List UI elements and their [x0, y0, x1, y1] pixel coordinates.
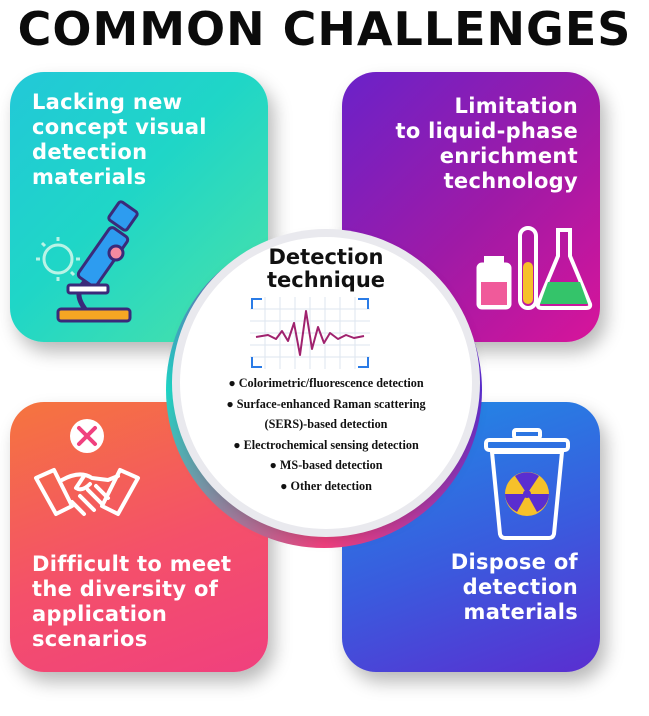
list-item: ● Other detection	[280, 478, 372, 493]
list-item: ● Surface-enhanced Raman scattering	[226, 396, 426, 411]
handshake-x-icon	[34, 419, 140, 516]
center-title-line: Detection	[268, 245, 384, 269]
card-line: Difficult to meet	[32, 552, 232, 576]
list-item: (SERS)-based detection	[264, 417, 388, 431]
page-title: COMMON CHALLENGES	[17, 2, 632, 56]
card-line: technology	[443, 169, 578, 193]
card-line: to liquid-phase	[395, 119, 578, 143]
card-dispose-materials-text: Dispose of detection materials	[348, 550, 578, 625]
card-line: the diversity of	[32, 577, 219, 601]
card-line: Limitation	[454, 94, 578, 118]
card-visual-materials: Lacking new concept visual detection mat…	[10, 72, 268, 342]
card-line: scenarios	[32, 627, 148, 651]
lab-glassware-icon	[476, 226, 593, 310]
card-visual-materials-text: Lacking new concept visual detection mat…	[32, 90, 257, 190]
card-line: concept visual	[32, 115, 207, 139]
signal-waveform-icon	[250, 297, 370, 369]
card-line: enrichment	[439, 144, 578, 168]
card-liquid-phase: Limitation to liquid-phase enrichment te…	[342, 72, 600, 342]
card-line: detection	[462, 575, 578, 599]
microscope-icon	[36, 200, 139, 323]
center-circle	[180, 237, 472, 529]
card-liquid-phase-text: Limitation to liquid-phase enrichment te…	[348, 94, 578, 194]
card-line: detection	[32, 140, 148, 164]
card-diverse-scenarios-text: Difficult to meet the diversity of appli…	[32, 552, 267, 652]
detection-method-list: ● Colorimetric/fluorescence detection ● …	[186, 373, 466, 496]
list-item: ● MS-based detection	[269, 458, 383, 472]
card-line: materials	[32, 165, 147, 189]
card-line: application	[32, 602, 168, 626]
card-line: materials	[463, 600, 578, 624]
list-item: ● Colorimetric/fluorescence detection	[228, 376, 424, 390]
center-title: Detection technique	[180, 246, 472, 292]
center-title-line: technique	[266, 268, 386, 292]
card-line: Lacking new	[32, 90, 183, 114]
hazard-bin-icon	[484, 428, 570, 540]
list-item: ● Electrochemical sensing detection	[233, 437, 419, 452]
card-line: Dispose of	[450, 550, 578, 574]
